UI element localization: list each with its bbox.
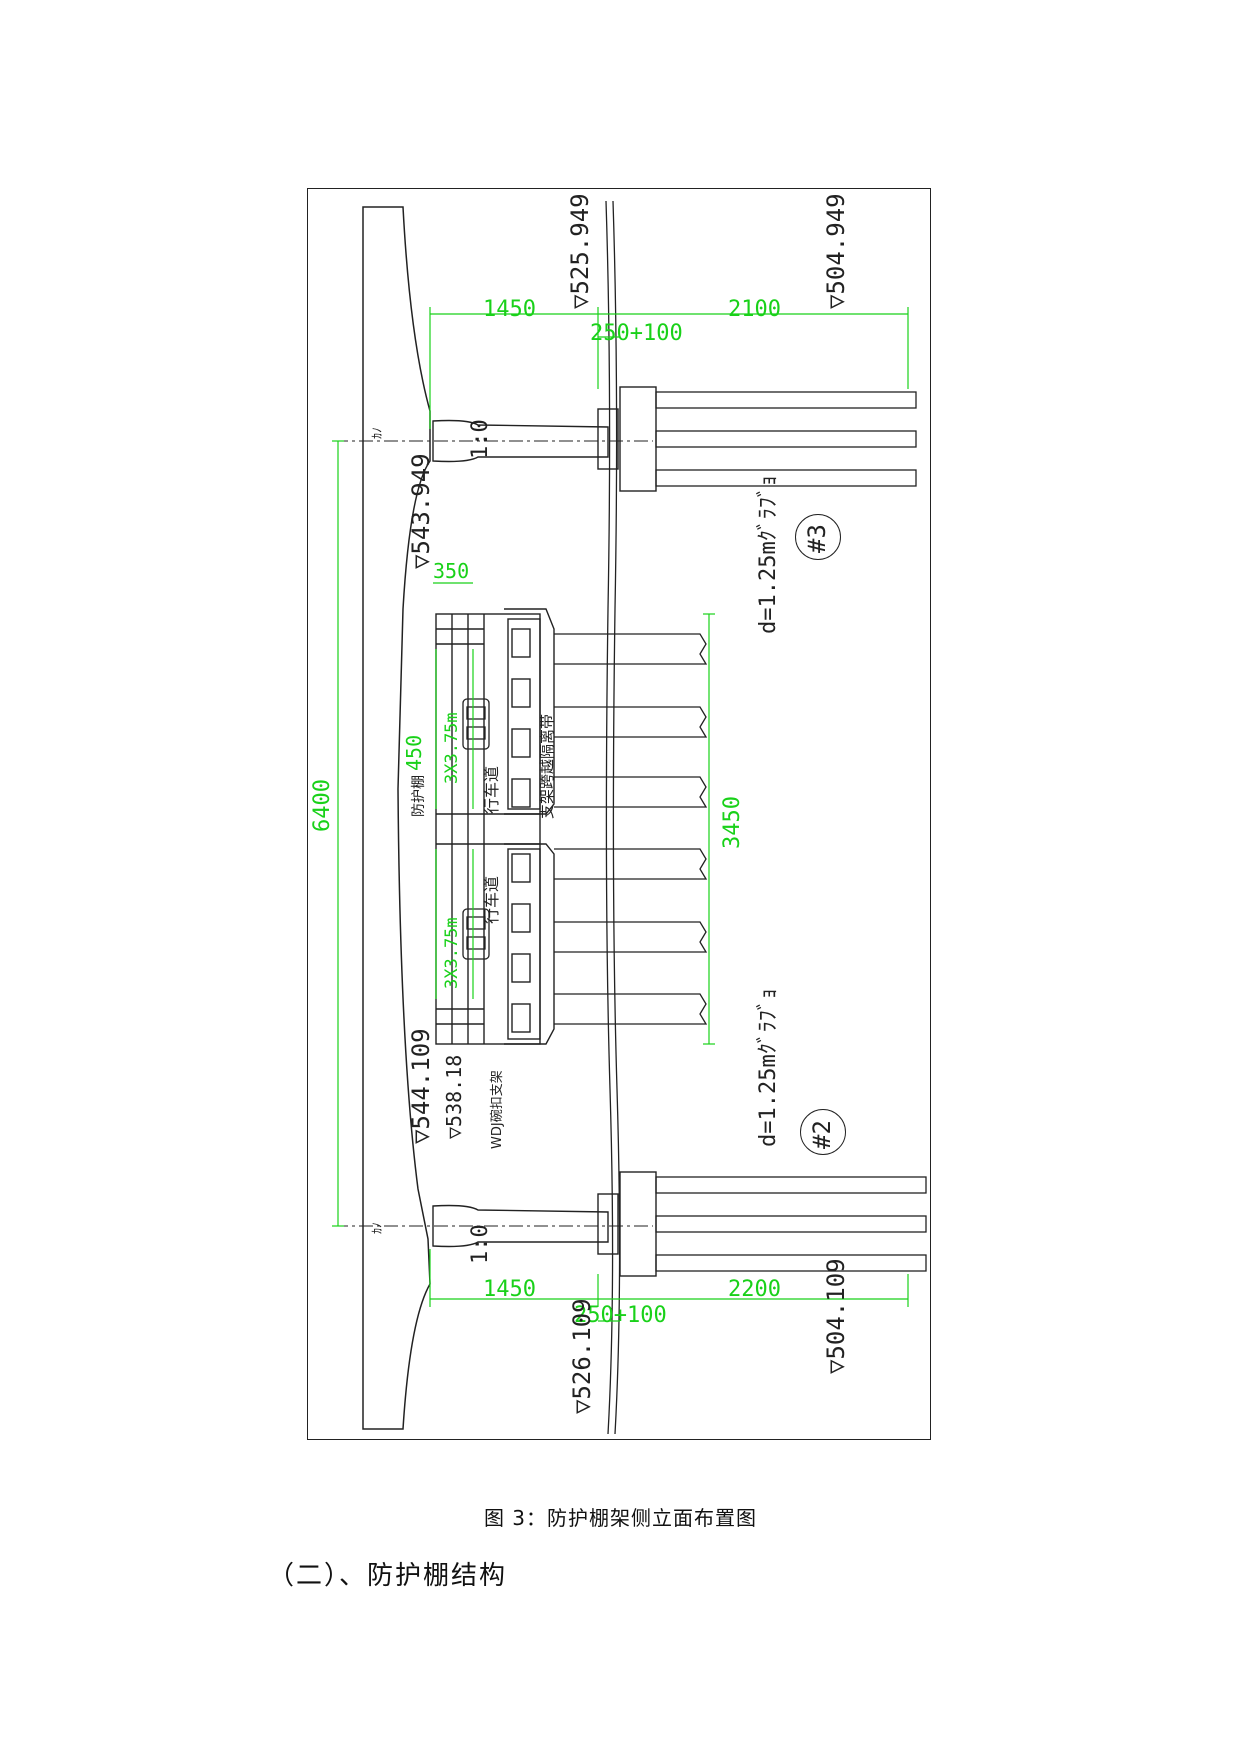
pile-upper (655, 430, 917, 448)
shed-columns (554, 633, 708, 1025)
dim-frame: 3450 (720, 796, 745, 849)
support-label: WDJ碗扣支架 (490, 1070, 505, 1149)
median-label: 支架跨越隔离带 (538, 713, 556, 819)
pile-cap-lower (597, 1193, 619, 1255)
protective-shed (435, 608, 555, 1045)
dim-lane-top: 3X3.75m (442, 712, 462, 784)
lane-label-top: 行车道 (482, 765, 501, 814)
axis-mark-top: ｶﾉ (370, 426, 384, 439)
dim-bottom-right: 2200 (728, 1277, 781, 1302)
elev-lower-pile: ▽504.109 (822, 1258, 850, 1374)
dim-top-right: 2100 (728, 297, 781, 322)
pile-lower (655, 1254, 927, 1272)
pier-number-badge (795, 514, 841, 560)
dim-overall: 6400 (310, 779, 335, 832)
pile-note-top: d=1.25mｸﾞﾗﾌﾞｮ (756, 475, 781, 634)
pile-note-bottom: d=1.25mｸﾞﾗﾌﾞｮ (756, 988, 781, 1147)
dim-bottom-offset: 250+100 (574, 1303, 667, 1328)
pier-number-top: #3 (803, 524, 831, 553)
dimension-lines (332, 307, 909, 1322)
pier-ratio-top: 1:0 (468, 419, 493, 459)
dim-top-offset: 250+100 (590, 321, 683, 346)
dim-bottom-left: 1450 (483, 1277, 536, 1302)
lane-label-bottom: 行车道 (482, 875, 501, 924)
elev-upper-cap: ▽525.949 (566, 193, 594, 309)
pier-number-badge (800, 1109, 846, 1155)
pile-cap-lower (619, 1171, 657, 1277)
figure-caption: 图 3：防护棚架侧立面布置图 (483, 1506, 758, 1530)
shed-label: 防护棚 (411, 775, 427, 817)
pier-number-bottom: #2 (808, 1120, 836, 1149)
pier-upper (432, 419, 609, 463)
pile-upper (655, 391, 917, 409)
dim-lane-bottom: 3X3.75m (442, 917, 462, 989)
elev-lower-pier: ▽544.109 (407, 1028, 435, 1144)
pile-cap-upper (619, 386, 657, 492)
dim-gap: 450 (402, 734, 426, 771)
elev-upper-pile: ▽504.949 (822, 193, 850, 309)
road-edge-line (605, 200, 614, 1435)
pier-ratio-bottom: 1:0 (468, 1224, 493, 1264)
pier-lower (432, 1204, 609, 1248)
vehicle-icon (462, 698, 490, 960)
pile-lower (655, 1215, 927, 1233)
axis-mark-bottom: ｶﾉ (370, 1221, 384, 1234)
pile-cap-upper (597, 408, 619, 470)
elev-lower-shed: ▽538.18 (442, 1054, 466, 1139)
main-girder (362, 206, 431, 1430)
dim-cap-width: 350 (433, 559, 470, 583)
pile-upper (655, 469, 917, 487)
drawing-frame: 1450 2100 250+100 1450 2200 250+100 350 … (307, 188, 931, 1440)
section-heading: （二）、防护棚结构 (268, 1561, 508, 1591)
dim-top-left: 1450 (483, 297, 536, 322)
pile-lower (655, 1176, 927, 1194)
elev-lower-cap: ▽526.109 (568, 1298, 596, 1414)
elev-upper-pier: ▽543.949 (407, 453, 435, 569)
elevation-drawing (332, 200, 927, 1435)
